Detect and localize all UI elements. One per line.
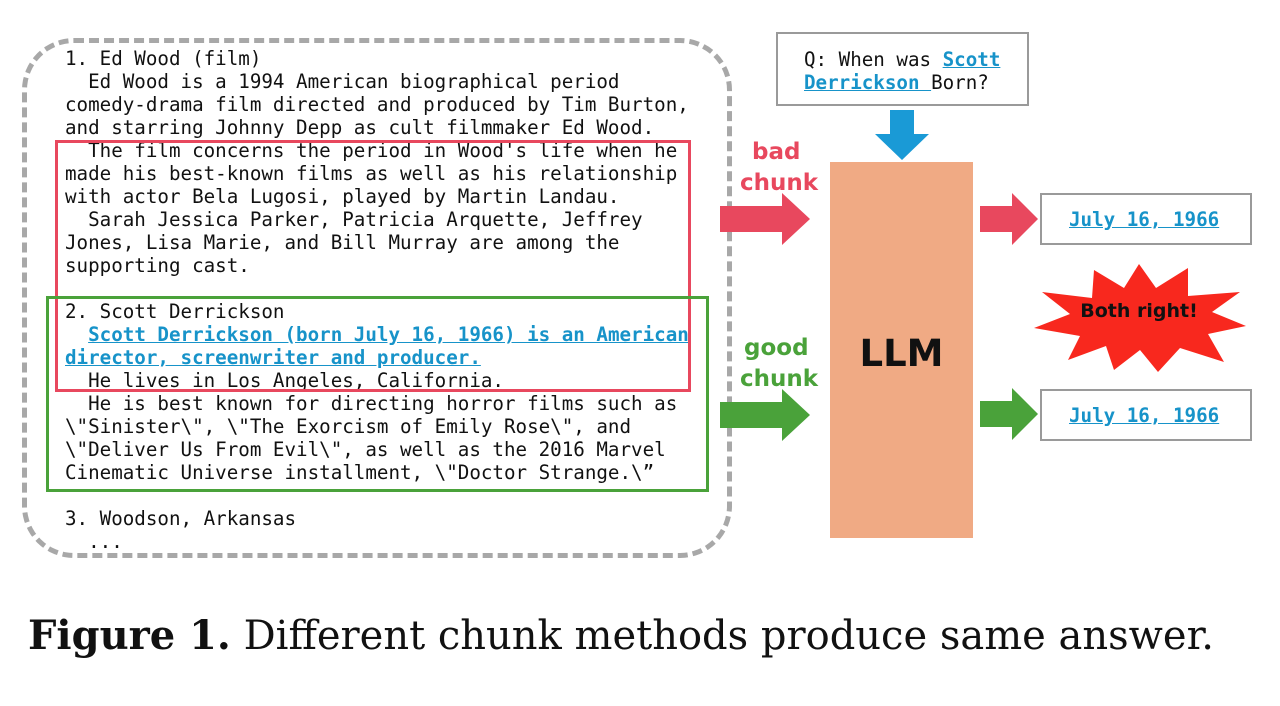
question-suffix: Born? <box>931 71 989 94</box>
figure-caption-text: Different chunk methods produce same ans… <box>230 613 1215 659</box>
doc1-line: made his best-known films as well as his… <box>65 162 678 185</box>
answer-sentence-highlight: director, screenwriter and producer. <box>65 346 481 369</box>
doc1-line: The film concerns the period in Wood's l… <box>65 139 678 162</box>
doc2-line: He is best known for directing horror fi… <box>65 392 678 415</box>
good-chunk-label: good chunk <box>740 333 818 395</box>
bad-chunk-label-line: bad <box>752 139 801 165</box>
starburst-badge-icon <box>1034 264 1246 372</box>
doc1-line: with actor Bela Lugosi, played by Martin… <box>65 185 620 208</box>
retrieved-documents-frame <box>22 38 732 558</box>
answer-text: July 16, 1966 <box>1069 208 1220 231</box>
bad-chunk-answer: July 16, 1966 <box>1069 208 1219 231</box>
query-arrow-icon <box>875 110 929 160</box>
bad-chunk-label-line: chunk <box>740 170 819 196</box>
bad-chunk-arrow-icon <box>720 193 810 245</box>
doc1-line: supporting cast. <box>65 254 250 277</box>
doc2-line: Cinematic Universe installment, \"Doctor… <box>65 461 655 484</box>
doc2-title: 2. Scott Derrickson <box>65 300 285 323</box>
doc3-title: 3. Woodson, Arkansas <box>65 507 297 530</box>
doc2-line: He lives in Los Angeles, California. <box>65 369 504 392</box>
doc2-line: \"Deliver Us From Evil\", as well as the… <box>65 438 666 461</box>
good-output-arrow-icon <box>980 388 1038 440</box>
question-entity: Derrickson <box>804 71 932 94</box>
llm-block: LLM <box>830 162 973 538</box>
question-prefix: Q: When was <box>804 48 943 71</box>
good-chunk-answer-box: July 16, 1966 <box>1040 389 1252 441</box>
both-right-label: Both right! <box>1080 300 1198 322</box>
bad-chunk-answer-box: July 16, 1966 <box>1040 193 1252 245</box>
answer-sentence-highlight: Scott Derrickson (born July 16, 1966) is… <box>88 323 689 346</box>
doc1-line: and starring Johnny Depp as cult filmmak… <box>65 116 655 139</box>
bad-chunk-box <box>55 140 691 392</box>
good-chunk-label-line: chunk <box>740 366 819 392</box>
good-chunk-answer: July 16, 1966 <box>1069 404 1219 427</box>
answer-text: July 16, 1966 <box>1069 404 1220 427</box>
doc2-highlight-line: Scott Derrickson (born July 16, 1966) is… <box>65 323 689 346</box>
good-chunk-arrow-icon <box>720 389 810 441</box>
doc1-line: Sarah Jessica Parker, Patricia Arquette,… <box>65 208 643 231</box>
good-chunk-box <box>46 296 709 492</box>
doc1-line: Ed Wood is a 1994 American biographical … <box>65 70 620 93</box>
doc1-title: 1. Ed Wood (film) <box>65 47 262 70</box>
question-entity: Scott <box>942 48 1001 71</box>
doc2-line: \"Sinister\", \"The Exorcism of Emily Ro… <box>65 415 632 438</box>
llm-label: LLM <box>859 332 944 375</box>
bad-chunk-label: bad chunk <box>740 137 818 199</box>
figure-number: Figure 1. <box>28 612 231 659</box>
figure-caption: Figure 1. Different chunk methods produc… <box>28 612 1214 659</box>
doc1-line: comedy-drama film directed and produced … <box>65 93 689 116</box>
doc2-highlight-line: director, screenwriter and producer. <box>65 346 481 369</box>
question-text: Q: When was Scott Derrickson Born? <box>804 48 1000 94</box>
question-box: Q: When was Scott Derrickson Born? <box>776 32 1029 106</box>
doc3-ellipsis: ... <box>65 530 123 553</box>
doc1-line: Jones, Lisa Marie, and Bill Murray are a… <box>65 231 620 254</box>
good-chunk-label-line: good <box>744 335 809 361</box>
bad-output-arrow-icon <box>980 193 1038 245</box>
document-list: 1. Ed Wood (film) Ed Wood is a 1994 Amer… <box>0 0 740 570</box>
